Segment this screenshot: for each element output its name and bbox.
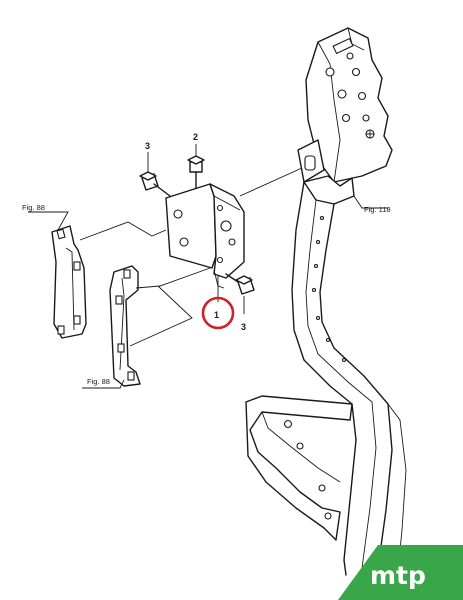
logo-text: mtp: [370, 561, 426, 590]
figure-reference-lower: Fig. 88: [87, 377, 110, 386]
callout-part-1: 1: [214, 310, 219, 320]
callout-part-3-lower: 3: [241, 322, 246, 332]
bolt-part-3-lower: [225, 273, 255, 295]
logo-background: [338, 545, 463, 600]
assembly-leader-lines: [79, 167, 388, 347]
figure-reference-main: Fig. 118: [364, 205, 391, 214]
callout-part-3-upper: 3: [145, 141, 150, 151]
callout-part-2: 2: [193, 132, 198, 142]
bracket-part-1: [165, 183, 245, 289]
middle-bracket-lower: [109, 265, 141, 387]
bolt-part-3-upper: [139, 171, 171, 197]
left-bracket-upper: [51, 225, 87, 339]
bolt-part-2: [187, 155, 205, 189]
callout-leaders: [28, 144, 245, 389]
main-frame: [291, 27, 407, 576]
highlight-circle-part-1: [201, 296, 235, 330]
figure-reference-upper: Fig. 88: [22, 203, 45, 212]
brand-logo: mtp: [338, 545, 463, 600]
column-rivets: [311, 215, 347, 363]
lower-frame-bracket: [245, 395, 353, 541]
